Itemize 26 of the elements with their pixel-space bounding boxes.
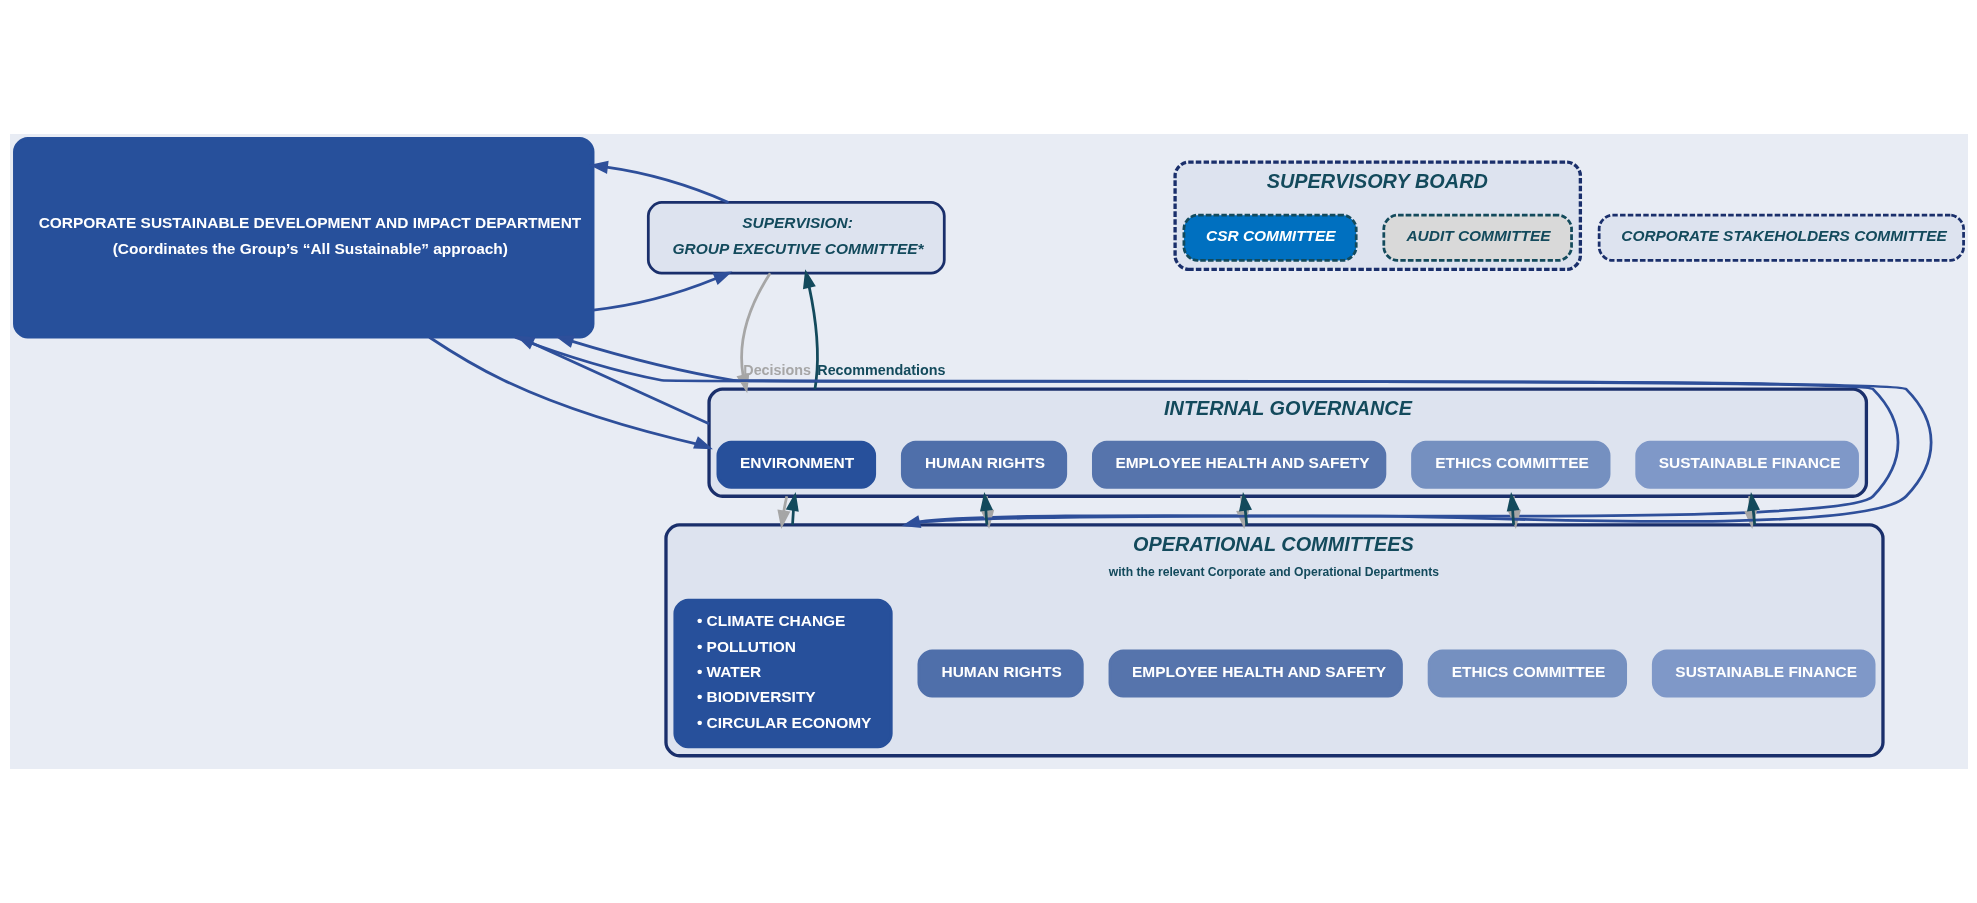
node-box: EMPLOYEE HEALTH AND SAFETY <box>1108 649 1403 698</box>
arrow <box>802 269 819 390</box>
node-box: ENVIRONMENT <box>716 440 876 489</box>
node-box: EMPLOYEE HEALTH AND SAFETY <box>1091 440 1386 489</box>
node-box: CSR COMMITTEE <box>1182 213 1358 262</box>
arrow <box>776 495 790 530</box>
arrow <box>515 335 710 426</box>
node-box: SUSTAINABLE FINANCE <box>1651 649 1875 698</box>
node-box: HUMAN RIGHTS <box>900 440 1067 489</box>
node-box: HUMAN RIGHTS <box>917 649 1084 698</box>
arrow <box>1506 492 1520 526</box>
arrow <box>428 336 713 450</box>
node-box: CORPORATE SUSTAINABLE DEVELOPMENT AND IMPACT DEPARTMENT (Coordinates the Group’s “All Sustainable” approach) <box>12 137 594 339</box>
arrow <box>785 492 799 526</box>
edge-label: Recommendations <box>816 362 946 379</box>
node-box: SUSTAINABLE FINANCE <box>1634 440 1859 489</box>
node-box: CORPORATE STAKEHOLDERS COMMITTEE <box>1597 213 1965 262</box>
node-box: ETHICS COMMITTEE <box>1427 649 1627 698</box>
node-box: AUDIT COMMITTEE <box>1381 213 1573 262</box>
arrow <box>979 492 993 526</box>
node-box: SUPERVISION: GROUP EXECUTIVE COMMITTEE* <box>646 201 946 275</box>
edge-label: Decisions <box>742 362 811 379</box>
arrow <box>592 271 732 312</box>
node-box: • CLIMATE CHANGE • POLLUTION • WATER • BIODIVERSITY • CIRCULAR ECONOMY <box>672 598 893 749</box>
node-box: ETHICS COMMITTEE <box>1410 440 1610 489</box>
arrow <box>588 160 729 204</box>
